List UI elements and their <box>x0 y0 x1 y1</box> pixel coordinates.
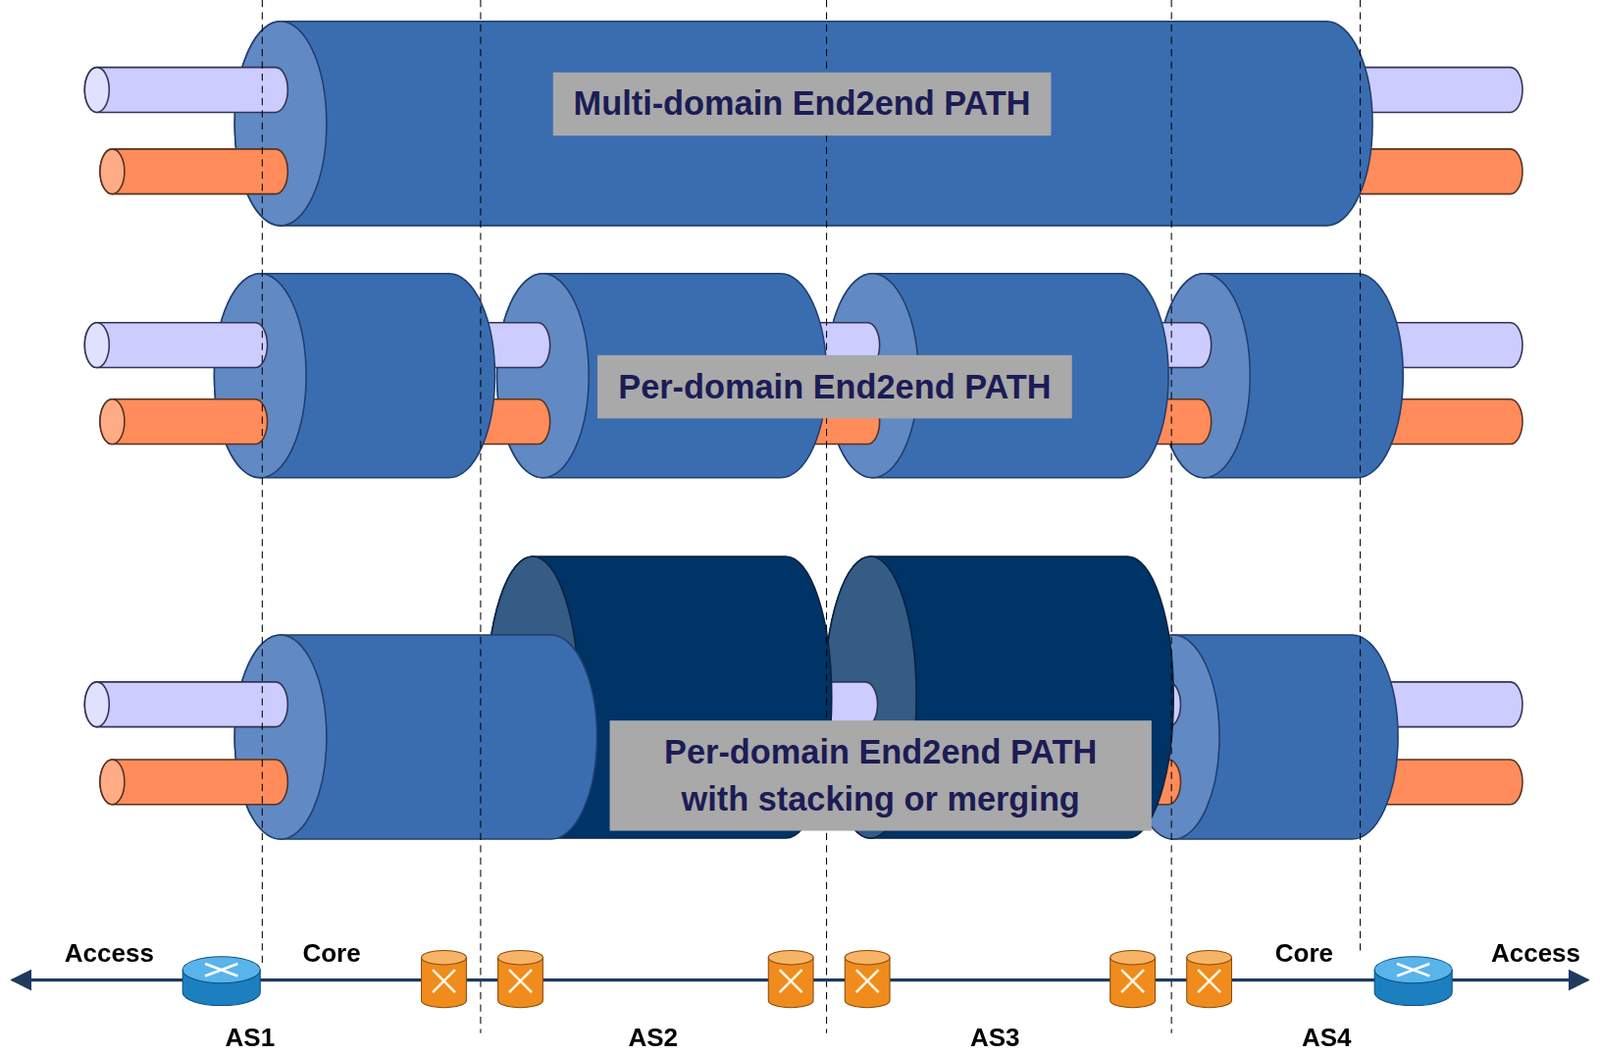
router-arrow <box>509 969 532 992</box>
segment-label: Access <box>1491 937 1581 968</box>
switch-top <box>1110 949 1156 965</box>
inner-tube-face <box>84 681 109 727</box>
router-top <box>182 956 260 983</box>
path-label-box: Multi-domain End2end PATH <box>553 72 1052 137</box>
core-switch <box>1187 949 1233 1007</box>
as-label: AS2 <box>627 1022 678 1052</box>
router-top <box>1374 956 1452 983</box>
inner-tube-face <box>100 149 125 195</box>
core-switch <box>421 949 467 1007</box>
core-switch <box>1110 949 1156 1007</box>
inner-tube-face <box>84 67 109 113</box>
router-arrow <box>1396 963 1430 976</box>
path-label-box: Per-domain End2end PATH <box>597 355 1073 419</box>
router-arrow <box>509 969 532 992</box>
router-arrow <box>1197 969 1221 992</box>
router-arrow <box>205 963 238 976</box>
as-label: AS1 <box>225 1022 276 1052</box>
router-arrow <box>1197 969 1221 992</box>
core-switch <box>768 949 814 1007</box>
domain-boundary <box>479 0 481 1033</box>
path-label: Multi-domain End2end PATH <box>573 80 1032 128</box>
tunnel-segment-face <box>234 634 327 839</box>
tunnel-segment <box>234 634 597 839</box>
segment-label: Core <box>302 937 361 968</box>
core-switch <box>498 949 544 1007</box>
switch-top <box>421 949 467 965</box>
segment-label: Core <box>1275 937 1334 968</box>
tunnel-row <box>84 21 1523 226</box>
switch-top <box>498 949 544 965</box>
tunnel-segment <box>1158 273 1404 478</box>
switch-top <box>844 949 890 965</box>
router-arrow <box>432 969 456 992</box>
tunnel-segment-face <box>234 21 327 226</box>
domain-boundary <box>1171 0 1173 1033</box>
inner-tube <box>100 399 268 445</box>
core-switch <box>844 949 890 1007</box>
router-arrow <box>432 969 456 992</box>
tunnel-row <box>84 556 1523 839</box>
domain-boundary <box>1359 0 1361 955</box>
router-arrow <box>1396 963 1430 976</box>
path-label: Per-domain End2end PATH <box>618 362 1052 411</box>
router-arrow <box>779 969 803 992</box>
inner-tube <box>100 149 288 195</box>
tunnel-segment <box>213 273 495 478</box>
path-label: Per-domain End2end PATH with stacking or… <box>629 728 1132 824</box>
router-arrow <box>779 969 803 992</box>
router-arrow <box>205 963 238 976</box>
router-arrow <box>1121 969 1144 992</box>
router-arrow <box>1121 969 1144 992</box>
inner-tube <box>84 322 267 368</box>
edge-router <box>1374 956 1452 1006</box>
edge-router <box>182 956 260 1006</box>
domain-boundary <box>261 0 263 965</box>
tunnel-segment-face <box>213 273 307 478</box>
tunnel-segment-face <box>497 273 590 478</box>
path-label-box: Per-domain End2end PATH with stacking or… <box>610 720 1152 831</box>
inner-tube <box>84 681 288 727</box>
tunnel-segment <box>234 21 1373 226</box>
inner-tube-face <box>84 322 109 368</box>
router-arrow <box>856 969 879 992</box>
switch-top <box>1187 949 1233 965</box>
domain-boundary <box>825 0 827 1033</box>
inner-tube <box>100 759 288 805</box>
tunnel-row <box>84 273 1523 478</box>
inner-tube <box>84 67 288 113</box>
as-label: AS4 <box>1301 1022 1352 1052</box>
router-arrow <box>856 969 879 992</box>
as-label: AS3 <box>970 1022 1021 1052</box>
inner-tube-face <box>100 759 125 805</box>
segment-label: Access <box>64 937 155 968</box>
inner-tube-face <box>100 399 125 445</box>
switch-top <box>768 949 814 965</box>
